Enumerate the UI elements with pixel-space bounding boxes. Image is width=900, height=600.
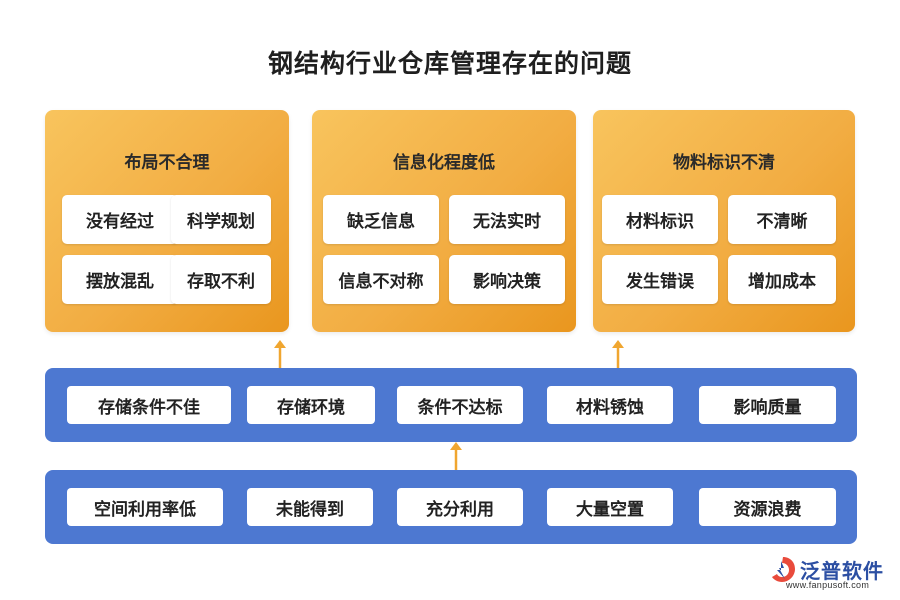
band-space-utilization: 空间利用率低 未能得到 充分利用 大量空置 资源浪费 — [45, 470, 857, 544]
panel-item: 存取不利 — [171, 255, 271, 304]
panel-title: 信息化程度低 — [393, 153, 495, 173]
diagram-title: 钢结构行业仓库管理存在的问题 — [267, 49, 632, 78]
panel-informatization: 信息化程度低 缺乏信息 无法实时 信息不对称 影响决策 — [312, 110, 576, 332]
band-item: 条件不达标 — [397, 386, 523, 424]
panel-item: 不清晰 — [728, 195, 836, 244]
panel-item: 无法实时 — [449, 195, 565, 244]
panel-item: 缺乏信息 — [323, 195, 439, 244]
panel-item: 科学规划 — [171, 195, 271, 244]
brand-url: www.fanpusoft.com — [786, 580, 870, 590]
band-item: 大量空置 — [547, 488, 673, 526]
panel-item: 摆放混乱 — [62, 255, 178, 304]
band-item: 资源浪费 — [699, 488, 836, 526]
band-item: 充分利用 — [397, 488, 523, 526]
panel-item: 信息不对称 — [323, 255, 439, 304]
panel-title: 布局不合理 — [124, 153, 210, 173]
panel-layout: 布局不合理 没有经过 科学规划 摆放混乱 存取不利 — [45, 110, 289, 332]
panel-item: 发生错误 — [602, 255, 718, 304]
panel-item: 影响决策 — [449, 255, 565, 304]
brand-name: 泛普软件 — [800, 559, 884, 583]
panel-material-labels: 物料标识不清 材料标识 不清晰 发生错误 增加成本 — [593, 110, 855, 332]
band-item: 未能得到 — [247, 488, 373, 526]
panel-item: 增加成本 — [728, 255, 836, 304]
band-item: 影响质量 — [699, 386, 836, 424]
brand-logo: 泛普软件 www.fanpusoft.com — [768, 553, 893, 595]
band-item: 材料锈蚀 — [547, 386, 673, 424]
band-storage-conditions: 存储条件不佳 存储环境 条件不达标 材料锈蚀 影响质量 — [45, 368, 857, 442]
band-item: 存储环境 — [247, 386, 375, 424]
band-item: 空间利用率低 — [67, 488, 223, 526]
fanpu-logo-icon — [772, 557, 795, 582]
panel-item: 没有经过 — [62, 195, 178, 244]
panel-item: 材料标识 — [602, 195, 718, 244]
panel-title: 物料标识不清 — [673, 153, 775, 173]
band-item: 存储条件不佳 — [67, 386, 231, 424]
